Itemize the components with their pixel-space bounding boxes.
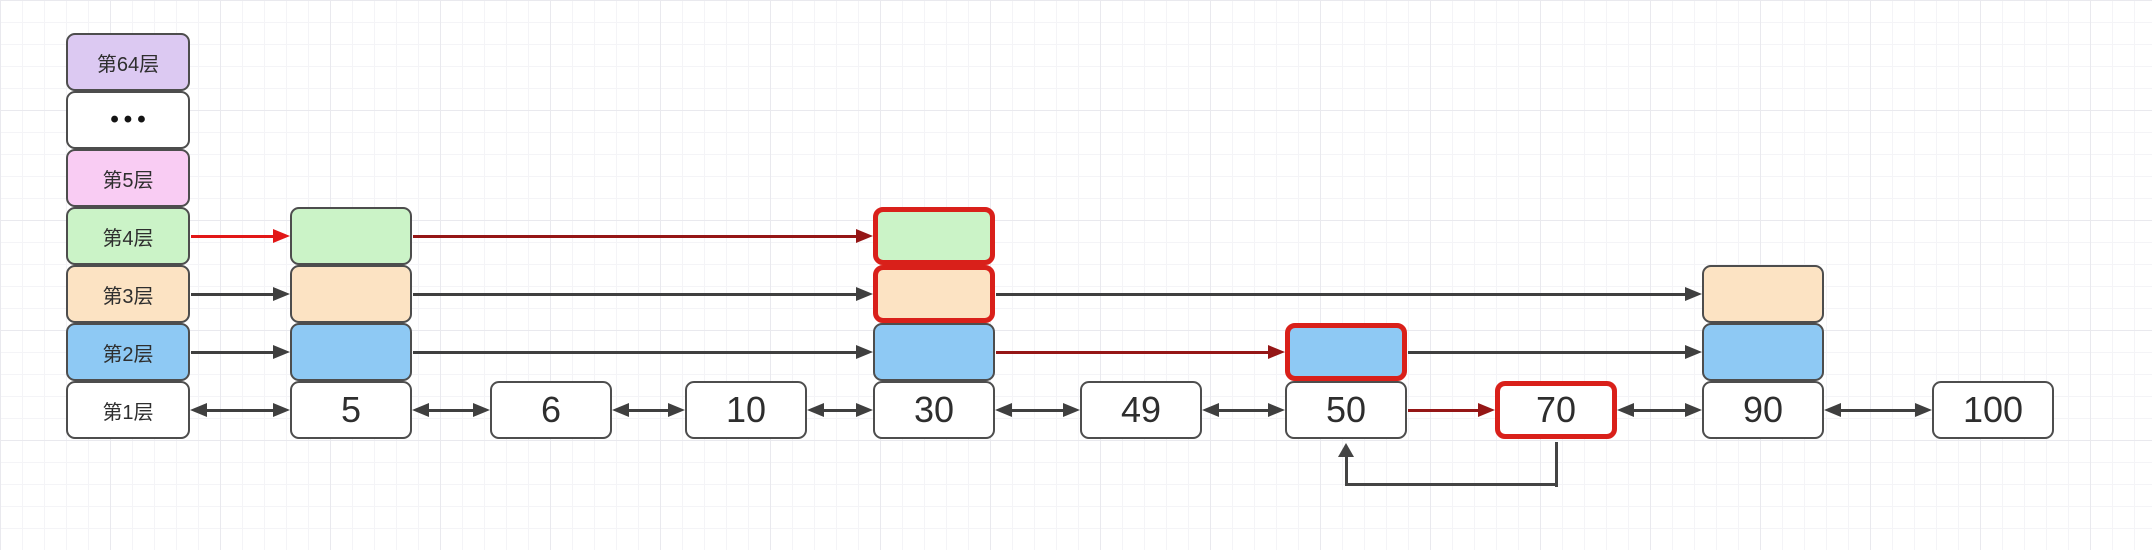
node-70-value: 70 <box>1535 389 1577 430</box>
node-30-value: 30 <box>913 389 955 430</box>
arrow-l1-50-70-line <box>1408 408 1481 412</box>
arrow-l1-header-5-head-start <box>190 403 207 417</box>
arrow-l1-6-10-line <box>626 408 671 412</box>
arrow-l1-6-10-head-end <box>668 403 685 417</box>
node-49-level-1-box: 49 <box>1080 381 1202 439</box>
header-level-64-box: 第64层 <box>66 33 190 91</box>
arrow-l1-10-30-line <box>821 408 859 412</box>
back-pointer-segment-across <box>1344 482 1558 486</box>
arrow-l3-30-90-head-end <box>1685 287 1702 301</box>
arrow-l1-header-5-head-end <box>273 403 290 417</box>
node-6-value: 6 <box>540 389 562 430</box>
node-90-value: 90 <box>1742 389 1784 430</box>
header-level-4-label: 第4层 <box>102 227 154 250</box>
arrow-l2-5-30-line <box>413 350 859 354</box>
node-5-level-1-box: 5 <box>290 381 412 439</box>
arrow-l1-10-30-head-end <box>856 403 873 417</box>
arrow-l1-header-5-line <box>204 408 276 412</box>
node-6-level-1-box: 6 <box>490 381 612 439</box>
arrow-l3-30-90-line <box>996 292 1688 296</box>
arrow-l1-90-100-head-start <box>1824 403 1841 417</box>
arrow-l1-30-49-head-start <box>995 403 1012 417</box>
header-level-ellipsis-box: ••• <box>66 91 190 149</box>
arrow-l2-header-5-line <box>191 350 276 354</box>
arrow-l3-header-5-line <box>191 292 276 296</box>
arrow-l1-90-100-line <box>1838 408 1918 412</box>
arrow-l1-50-70-head-end <box>1478 403 1495 417</box>
arrow-l1-70-90-line <box>1631 408 1688 412</box>
arrow-l1-90-100-head-end <box>1915 403 1932 417</box>
arrow-l1-30-49-line <box>1009 408 1066 412</box>
node-30-level-4-box <box>873 207 995 265</box>
header-level-4-box: 第4层 <box>66 207 190 265</box>
arrow-l1-70-90-head-start <box>1617 403 1634 417</box>
node-50-level-2-box <box>1285 323 1407 381</box>
arrow-l4-header-5-line <box>191 234 276 238</box>
arrow-l1-6-10-head-start <box>612 403 629 417</box>
node-90-level-2-box <box>1702 323 1824 381</box>
node-100-value: 100 <box>1962 389 2024 430</box>
node-5-level-4-box <box>290 207 412 265</box>
node-5-value: 5 <box>340 389 362 430</box>
arrow-l1-49-50-head-end <box>1268 403 1285 417</box>
node-50-level-1-box: 50 <box>1285 381 1407 439</box>
arrow-l1-49-50-line <box>1216 408 1271 412</box>
arrow-l1-70-90-head-end <box>1685 403 1702 417</box>
node-30-level-2-box <box>873 323 995 381</box>
node-10-level-1-box: 10 <box>685 381 807 439</box>
back-pointer-segment-down <box>1554 442 1558 487</box>
node-10-value: 10 <box>725 389 767 430</box>
arrow-l1-5-6-head-start <box>412 403 429 417</box>
arrow-l4-5-30-line <box>413 234 859 238</box>
node-70-level-1-box: 70 <box>1495 381 1617 439</box>
header-level-64-label: 第64层 <box>96 53 160 76</box>
arrow-l1-5-6-line <box>426 408 476 412</box>
header-level-3-label: 第3层 <box>102 285 154 308</box>
node-90-level-1-box: 90 <box>1702 381 1824 439</box>
node-90-level-3-box <box>1702 265 1824 323</box>
back-pointer-arrowhead-up <box>1338 443 1354 457</box>
arrow-l1-49-50-head-start <box>1202 403 1219 417</box>
arrow-l2-30-50-head-end <box>1268 345 1285 359</box>
header-level-ellipsis-label: ••• <box>110 106 151 133</box>
node-30-level-1-box: 30 <box>873 381 995 439</box>
node-50-value: 50 <box>1325 389 1367 430</box>
header-level-5-label: 第5层 <box>102 169 154 192</box>
arrow-l3-5-30-line <box>413 292 859 296</box>
arrow-l4-5-30-head-end <box>856 229 873 243</box>
arrow-l2-5-30-head-end <box>856 345 873 359</box>
arrow-l1-5-6-head-end <box>473 403 490 417</box>
header-level-2-label: 第2层 <box>102 343 154 366</box>
arrow-l3-header-5-head-end <box>273 287 290 301</box>
back-pointer-segment-up <box>1344 454 1348 484</box>
node-49-value: 49 <box>1120 389 1162 430</box>
arrow-l4-header-5-head-end <box>273 229 290 243</box>
header-level-1-box: 第1层 <box>66 381 190 439</box>
arrow-l1-30-49-head-end <box>1063 403 1080 417</box>
node-100-level-1-box: 100 <box>1932 381 2054 439</box>
header-level-1-label: 第1层 <box>102 401 154 424</box>
node-30-level-3-box <box>873 265 995 323</box>
node-5-level-3-box <box>290 265 412 323</box>
arrow-l1-10-30-head-start <box>807 403 824 417</box>
header-level-3-box: 第3层 <box>66 265 190 323</box>
node-5-level-2-box <box>290 323 412 381</box>
arrow-l2-50-90-line <box>1408 350 1688 354</box>
header-level-5-box: 第5层 <box>66 149 190 207</box>
arrow-l2-50-90-head-end <box>1685 345 1702 359</box>
arrow-l2-header-5-head-end <box>273 345 290 359</box>
header-level-2-box: 第2层 <box>66 323 190 381</box>
arrow-l2-30-50-line <box>996 350 1271 354</box>
arrow-l3-5-30-head-end <box>856 287 873 301</box>
